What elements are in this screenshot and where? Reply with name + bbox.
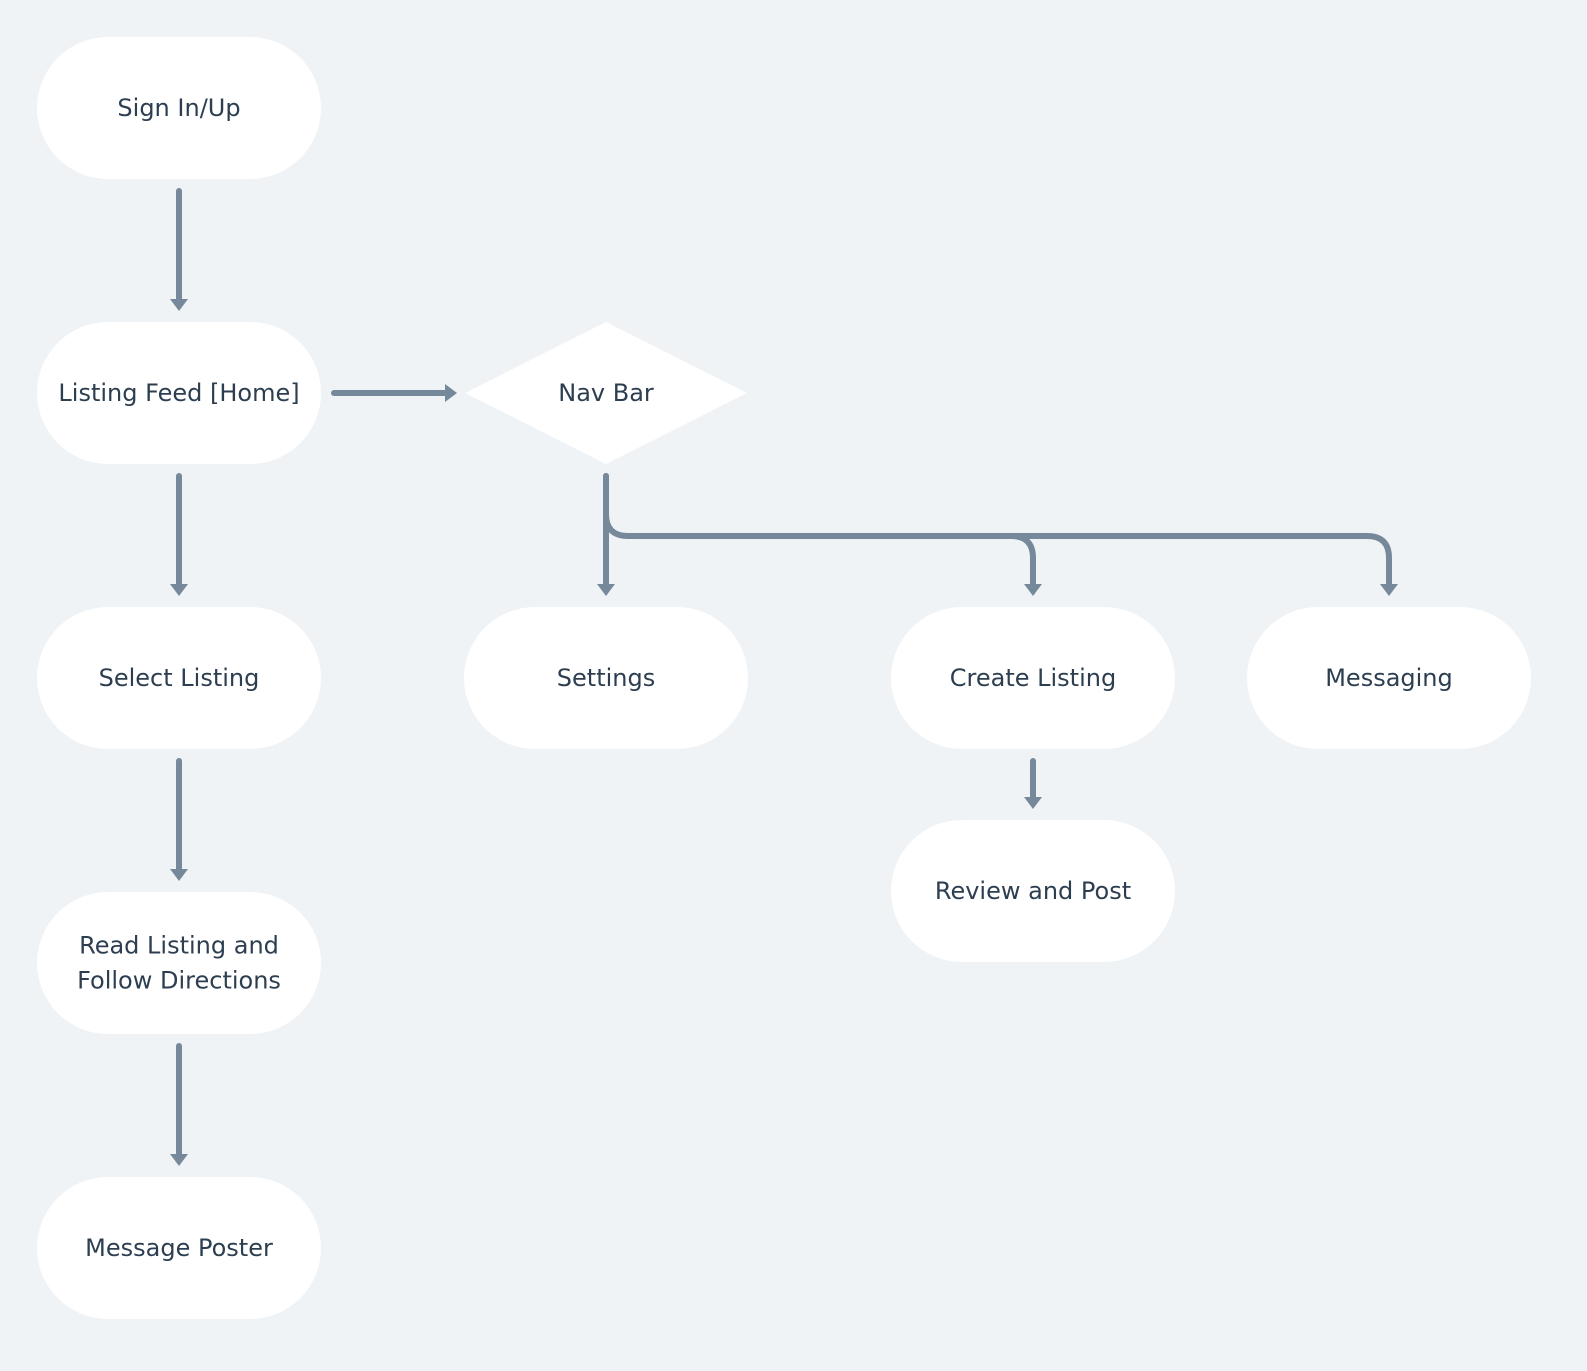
terminal-pill — [37, 37, 321, 179]
arrowhead-icon — [170, 869, 188, 881]
edge-create-listing-to-review-and-post — [1024, 758, 1042, 809]
node-label: Message Poster — [85, 1234, 273, 1262]
edge-sign-in-up-to-listing-feed-home — [170, 188, 188, 311]
node-create-listing: Create Listing — [891, 607, 1175, 749]
node-listing-feed-home: Listing Feed [Home] — [37, 322, 321, 464]
node-sign-in-up: Sign In/Up — [37, 37, 321, 179]
node-label: Nav Bar — [558, 379, 654, 407]
arrowhead-icon — [445, 384, 457, 402]
node-label: Read Listing and — [79, 932, 279, 960]
edge-listing-feed-home-to-select-listing — [170, 473, 188, 596]
arrowhead-icon — [170, 299, 188, 311]
node-label: Create Listing — [950, 664, 1116, 692]
arrowhead-icon — [170, 1154, 188, 1166]
decision-diamond — [465, 322, 747, 464]
node-review-and-post: Review and Post — [891, 820, 1175, 962]
node-label: Review and Post — [935, 877, 1131, 905]
node-label: Sign In/Up — [117, 94, 240, 122]
terminal-pill — [37, 1177, 321, 1319]
terminal-pill — [464, 607, 748, 749]
terminal-pill — [37, 322, 321, 464]
arrowhead-icon — [1024, 584, 1042, 596]
arrowhead-icon — [1024, 797, 1042, 809]
edge-select-listing-to-read-listing — [170, 758, 188, 881]
node-nav-bar: Nav Bar — [465, 322, 747, 464]
node-message-poster: Message Poster — [37, 1177, 321, 1319]
terminal-pill — [891, 820, 1175, 962]
connectors-layer — [170, 188, 1398, 1166]
arrowhead-icon — [170, 584, 188, 596]
edge-nav-bar-to-messaging — [1008, 533, 1398, 596]
terminal-pill — [891, 607, 1175, 749]
connector-line — [1008, 533, 1392, 587]
node-label: Settings — [557, 664, 655, 692]
edge-read-listing-to-message-poster — [170, 1043, 188, 1166]
edge-listing-feed-home-to-nav-bar — [331, 384, 457, 402]
terminal-pill — [37, 607, 321, 749]
edge-nav-bar-to-create-listing — [603, 473, 1042, 596]
terminal-pill — [37, 892, 321, 1034]
node-label: Follow Directions — [77, 967, 281, 995]
arrowhead-icon — [597, 584, 615, 596]
node-label: Select Listing — [99, 664, 260, 692]
terminal-pill — [1247, 607, 1531, 749]
node-settings: Settings — [464, 607, 748, 749]
node-label: Listing Feed [Home] — [58, 379, 299, 407]
node-select-listing: Select Listing — [37, 607, 321, 749]
node-messaging: Messaging — [1247, 607, 1531, 749]
node-label: Messaging — [1325, 664, 1453, 692]
connector-line — [603, 473, 1036, 587]
arrowhead-icon — [1380, 584, 1398, 596]
